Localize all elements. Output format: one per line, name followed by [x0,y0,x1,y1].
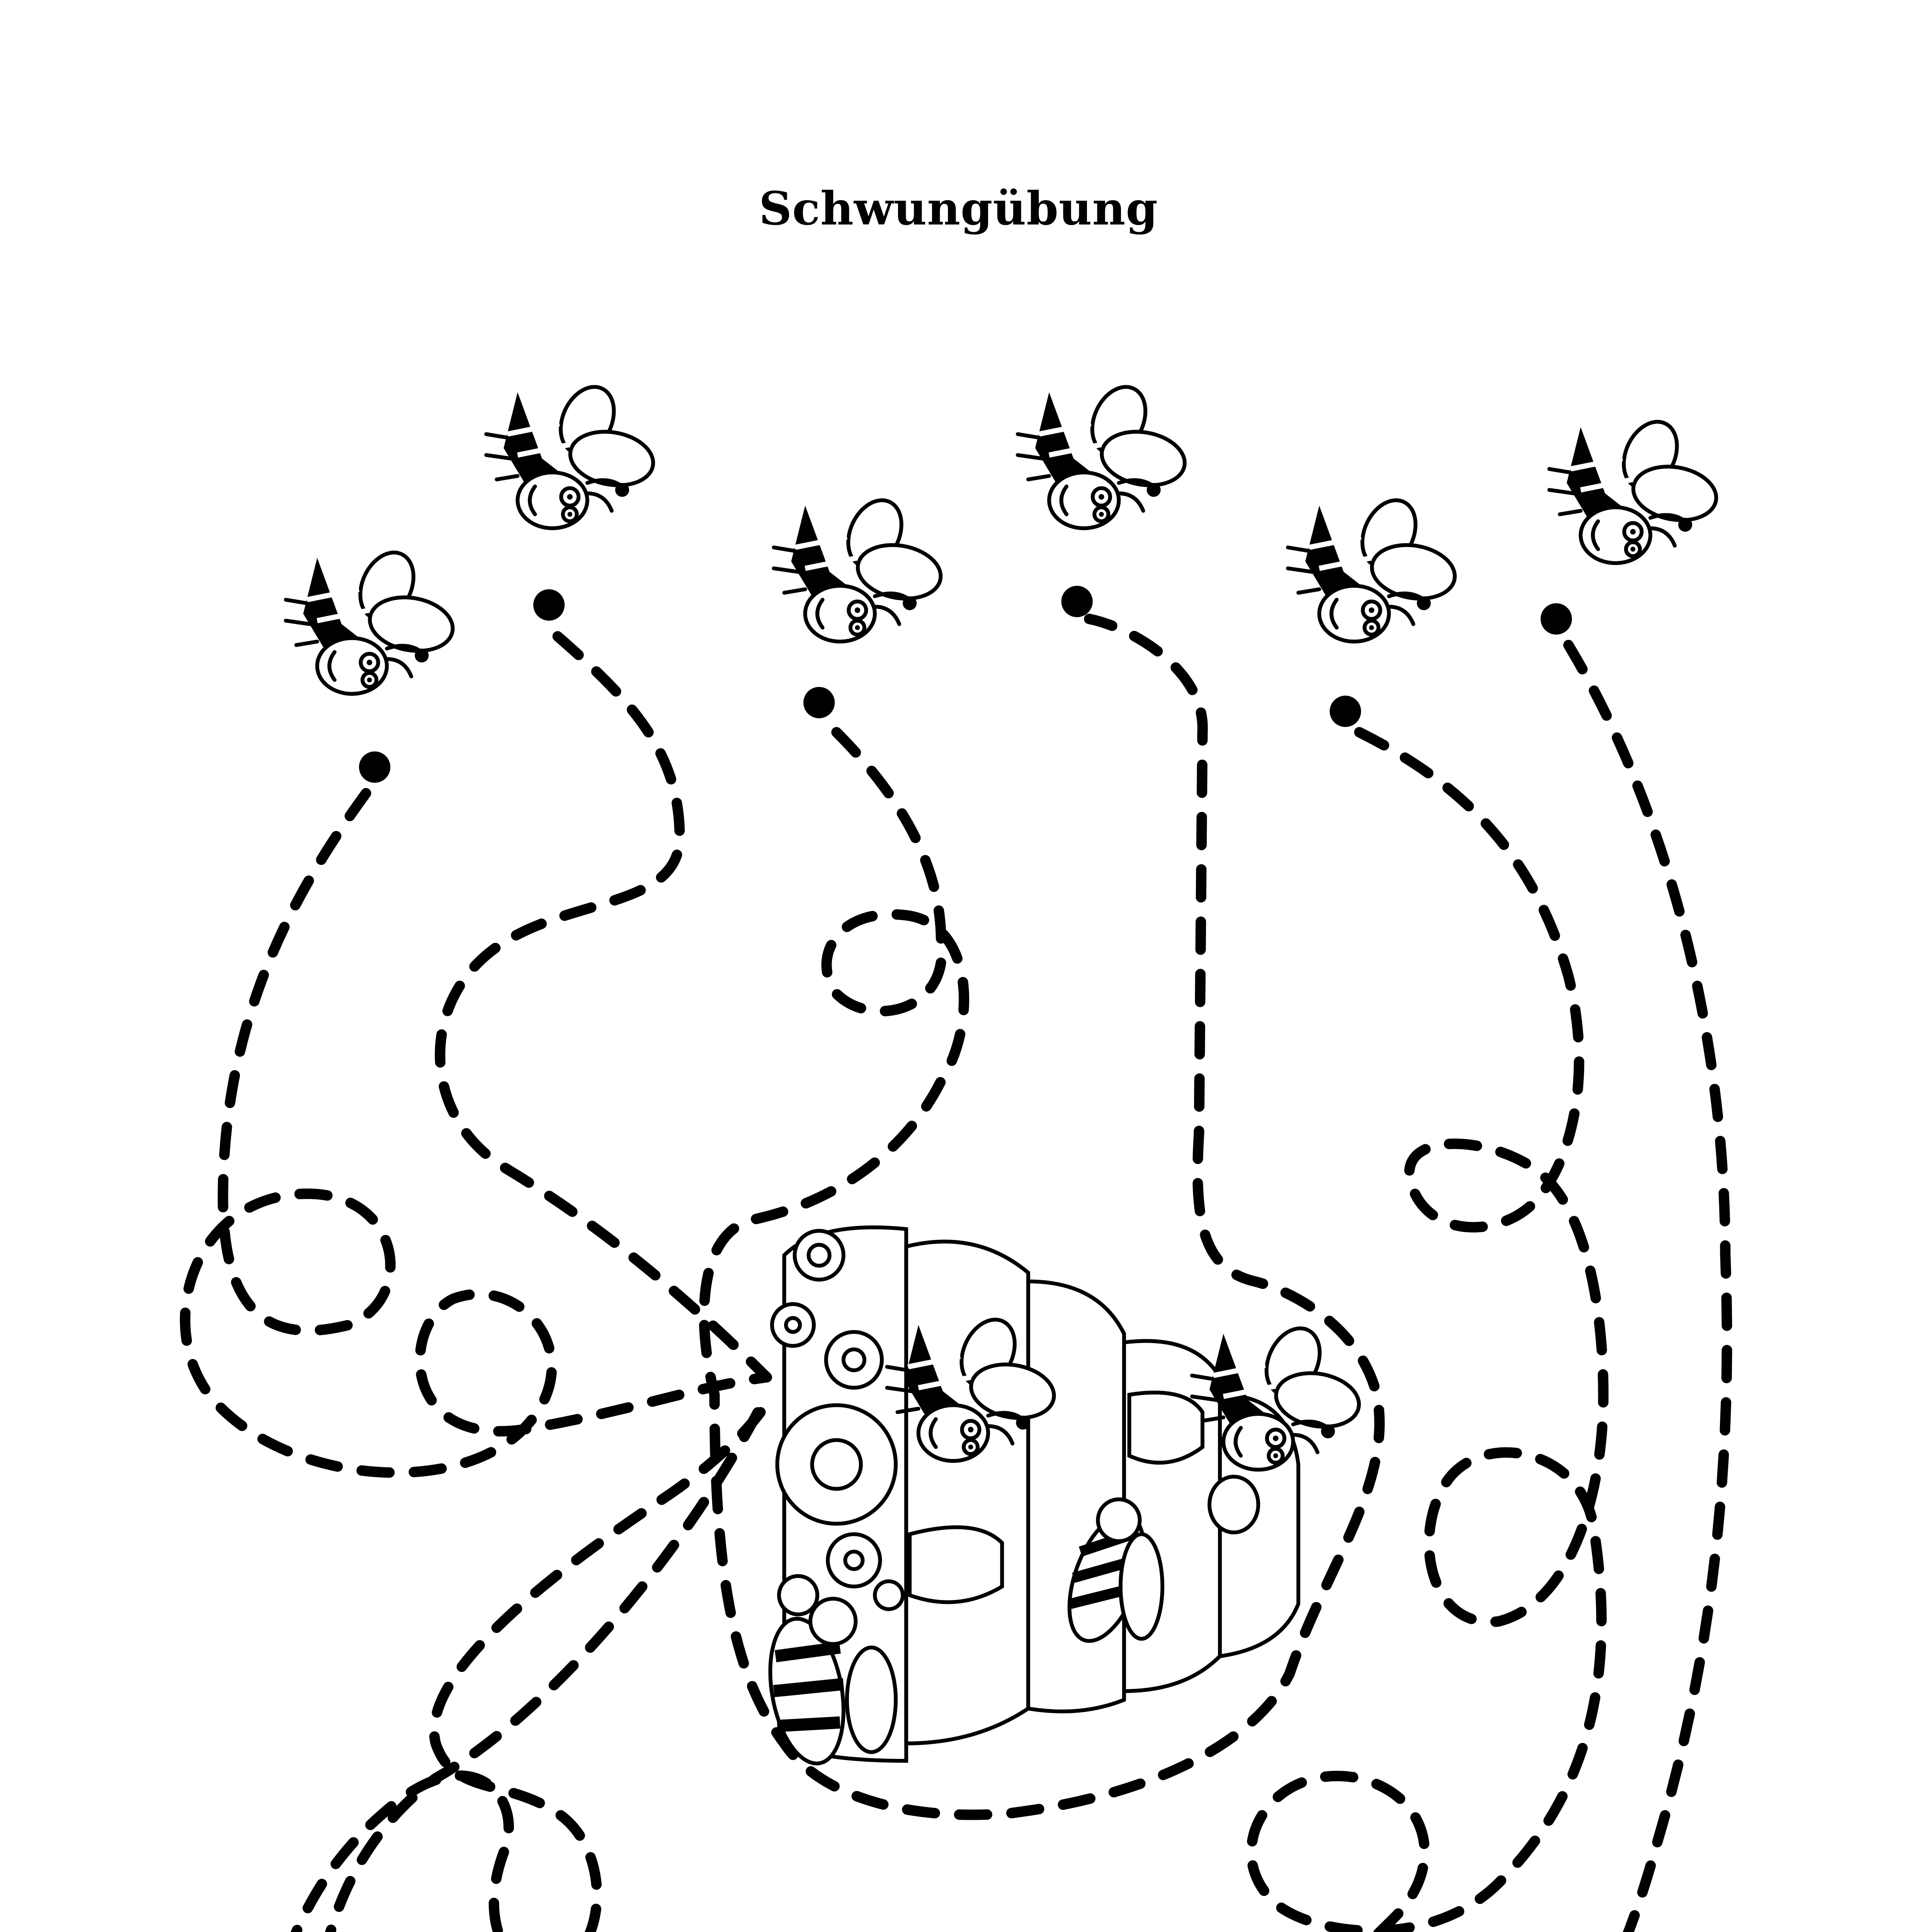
bee-3-icon [774,492,945,641]
bee-1-icon [286,544,457,694]
start-dot-6 [1540,603,1572,635]
trace-path-3[interactable] [699,614,1385,1820]
hive-bee-4-icon [768,1597,898,1765]
trace-path-5[interactable] [266,639,1732,1932]
bee-6-icon [1549,413,1720,563]
start-dot-5 [1330,696,1361,727]
start-dot-4 [1061,585,1093,617]
page-title: Schwungübung [759,182,1158,235]
hive-bee-3-icon [1067,1497,1165,1643]
start-dot-2 [533,589,565,621]
trace-path-4[interactable] [316,727,1609,1932]
bee-4-icon [1018,378,1189,528]
start-dot-1 [359,751,391,783]
trace-path-1[interactable] [180,788,772,1478]
beehive-illustration [768,1225,1363,1765]
bee-2-icon [486,378,657,528]
start-dot-3 [803,687,835,718]
trace-path-2[interactable] [435,631,772,1383]
bee-5-icon [1288,492,1459,641]
